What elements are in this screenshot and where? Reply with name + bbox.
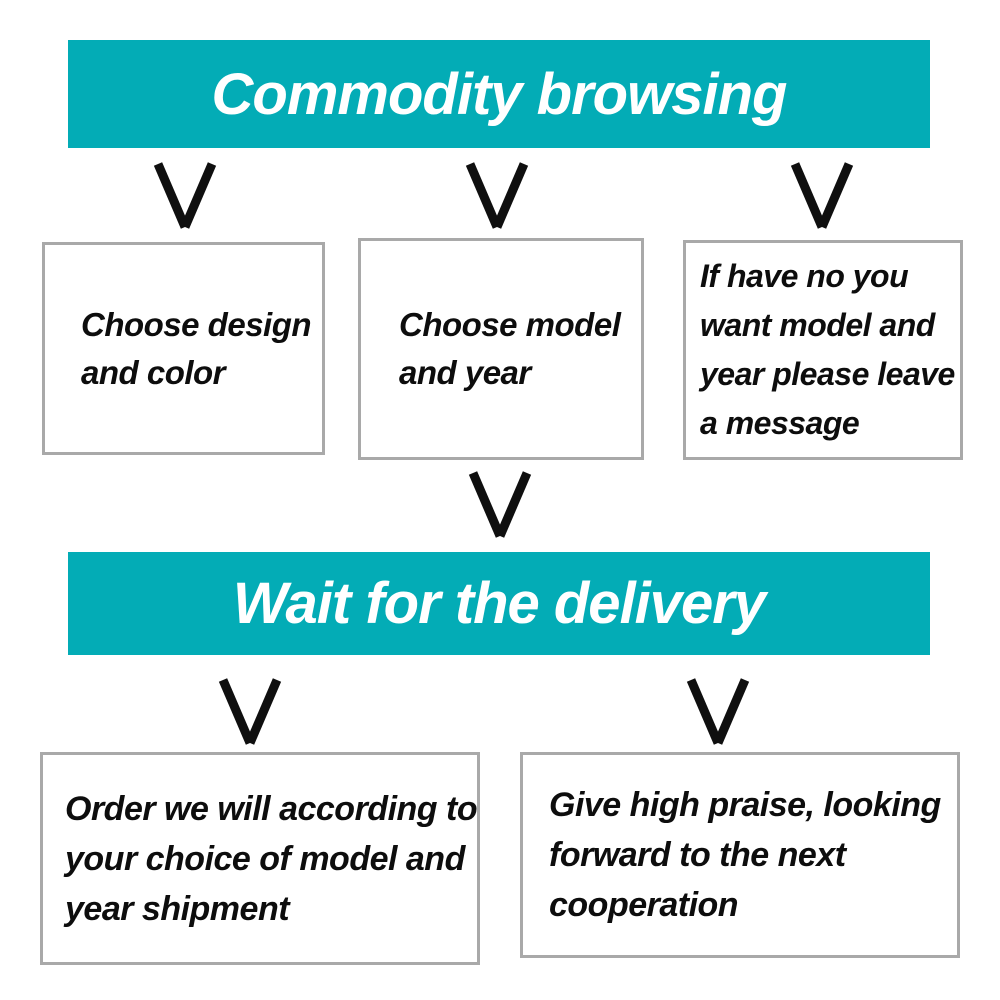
banner-wait-for-delivery: Wait for the delivery: [68, 552, 930, 655]
step-box-choose-design: Choose design and color: [42, 242, 325, 455]
down-arrow-icon: [784, 161, 860, 231]
step-box-line: Order we will according to: [65, 789, 478, 828]
step-box-line: want model and: [700, 307, 935, 343]
down-arrow-icon: [212, 677, 288, 747]
step-box-line: a message: [700, 405, 860, 441]
step-box-line: year please leave: [700, 356, 955, 392]
step-box-line: forward to the next: [549, 836, 846, 874]
step-box-line: Give high praise, looking: [549, 786, 941, 824]
step-box-give-praise: Give high praise, looking forward to the…: [520, 752, 960, 958]
step-box-line: and year: [399, 354, 531, 391]
step-box-line: Choose design: [81, 305, 312, 343]
down-arrow-icon: [147, 161, 223, 231]
banner-commodity-browsing-label: Commodity browsing: [211, 61, 788, 127]
step-box-line: Choose model: [399, 306, 621, 343]
step-box-line: If have no you: [700, 258, 909, 294]
step-box-leave-message: If have no you want model and year pleas…: [683, 240, 963, 460]
down-arrow-icon: [459, 161, 535, 231]
step-box-line: cooperation: [549, 886, 739, 924]
step-box-choose-model: Choose model and year: [358, 238, 644, 460]
step-box-order-shipment: Order we will according to your choice o…: [40, 752, 480, 965]
step-box-line: year shipment: [65, 889, 290, 928]
step-box-line: your choice of model and: [65, 839, 465, 878]
banner-wait-for-delivery-label: Wait for the delivery: [232, 571, 766, 636]
step-box-line: and color: [81, 353, 226, 391]
banner-commodity-browsing: Commodity browsing: [68, 40, 930, 148]
down-arrow-icon: [680, 677, 756, 747]
down-arrow-icon: [462, 470, 538, 540]
